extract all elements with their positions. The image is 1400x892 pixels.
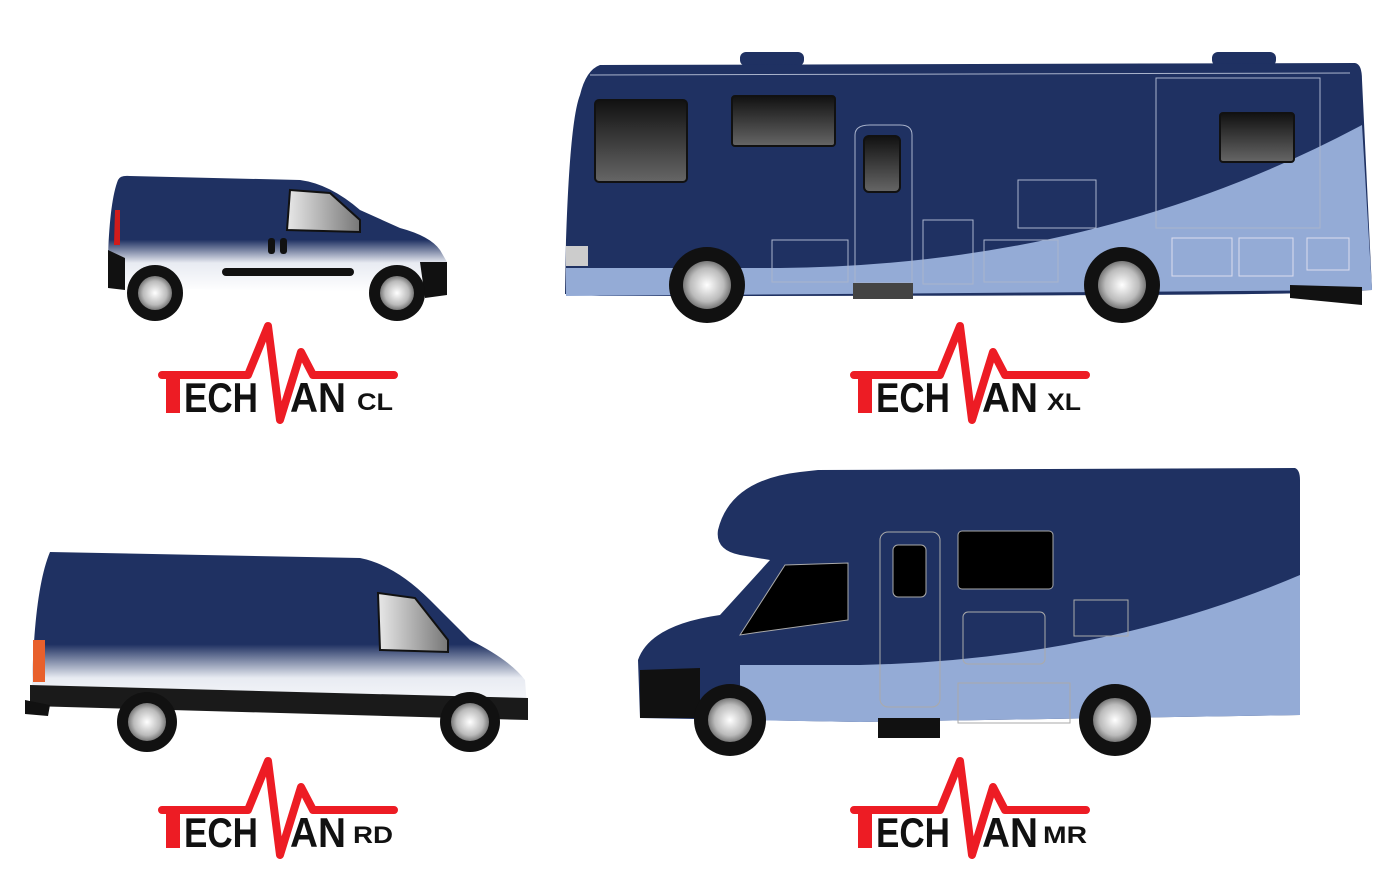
logo-letters: AN (290, 374, 346, 421)
heartbeat-icon (850, 757, 1090, 859)
logo-letters: AN (982, 374, 1038, 421)
logo-letters: ECH (876, 809, 950, 856)
wheel-icon (1084, 247, 1160, 323)
logo-model: XL (1047, 389, 1081, 416)
logo-letters: ECH (184, 809, 258, 856)
heartbeat-icon (158, 322, 398, 424)
logo-techvan-cl: ECH AN CL (158, 322, 398, 424)
wheel-icon (694, 684, 766, 756)
wheel-icon (369, 265, 425, 321)
logo-techvan-mr: ECH AN MR (850, 757, 1090, 859)
logo-model: MR (1043, 822, 1087, 849)
logo-letters: ECH (184, 374, 258, 421)
vehicle-rd-van (25, 552, 528, 752)
heartbeat-icon (158, 757, 398, 859)
vehicle-xl-motorhome (565, 52, 1372, 323)
wheel-icon (127, 265, 183, 321)
wheel-icon (669, 247, 745, 323)
logo-techvan-xl: ECH AN XL (850, 322, 1090, 424)
logo-techvan-rd: ECH AN RD (158, 757, 398, 859)
logo-letters: ECH (876, 374, 950, 421)
logo-letters: AN (982, 809, 1038, 856)
logo-model: RD (353, 822, 393, 849)
wheel-icon (440, 692, 500, 752)
vehicle-mr-motorhome (638, 468, 1300, 756)
wheel-icon (117, 692, 177, 752)
logo-letters: AN (290, 809, 346, 856)
heartbeat-icon (850, 322, 1090, 424)
vehicle-cl-van (108, 175, 447, 321)
wheel-icon (1079, 684, 1151, 756)
logo-model: CL (357, 389, 393, 416)
